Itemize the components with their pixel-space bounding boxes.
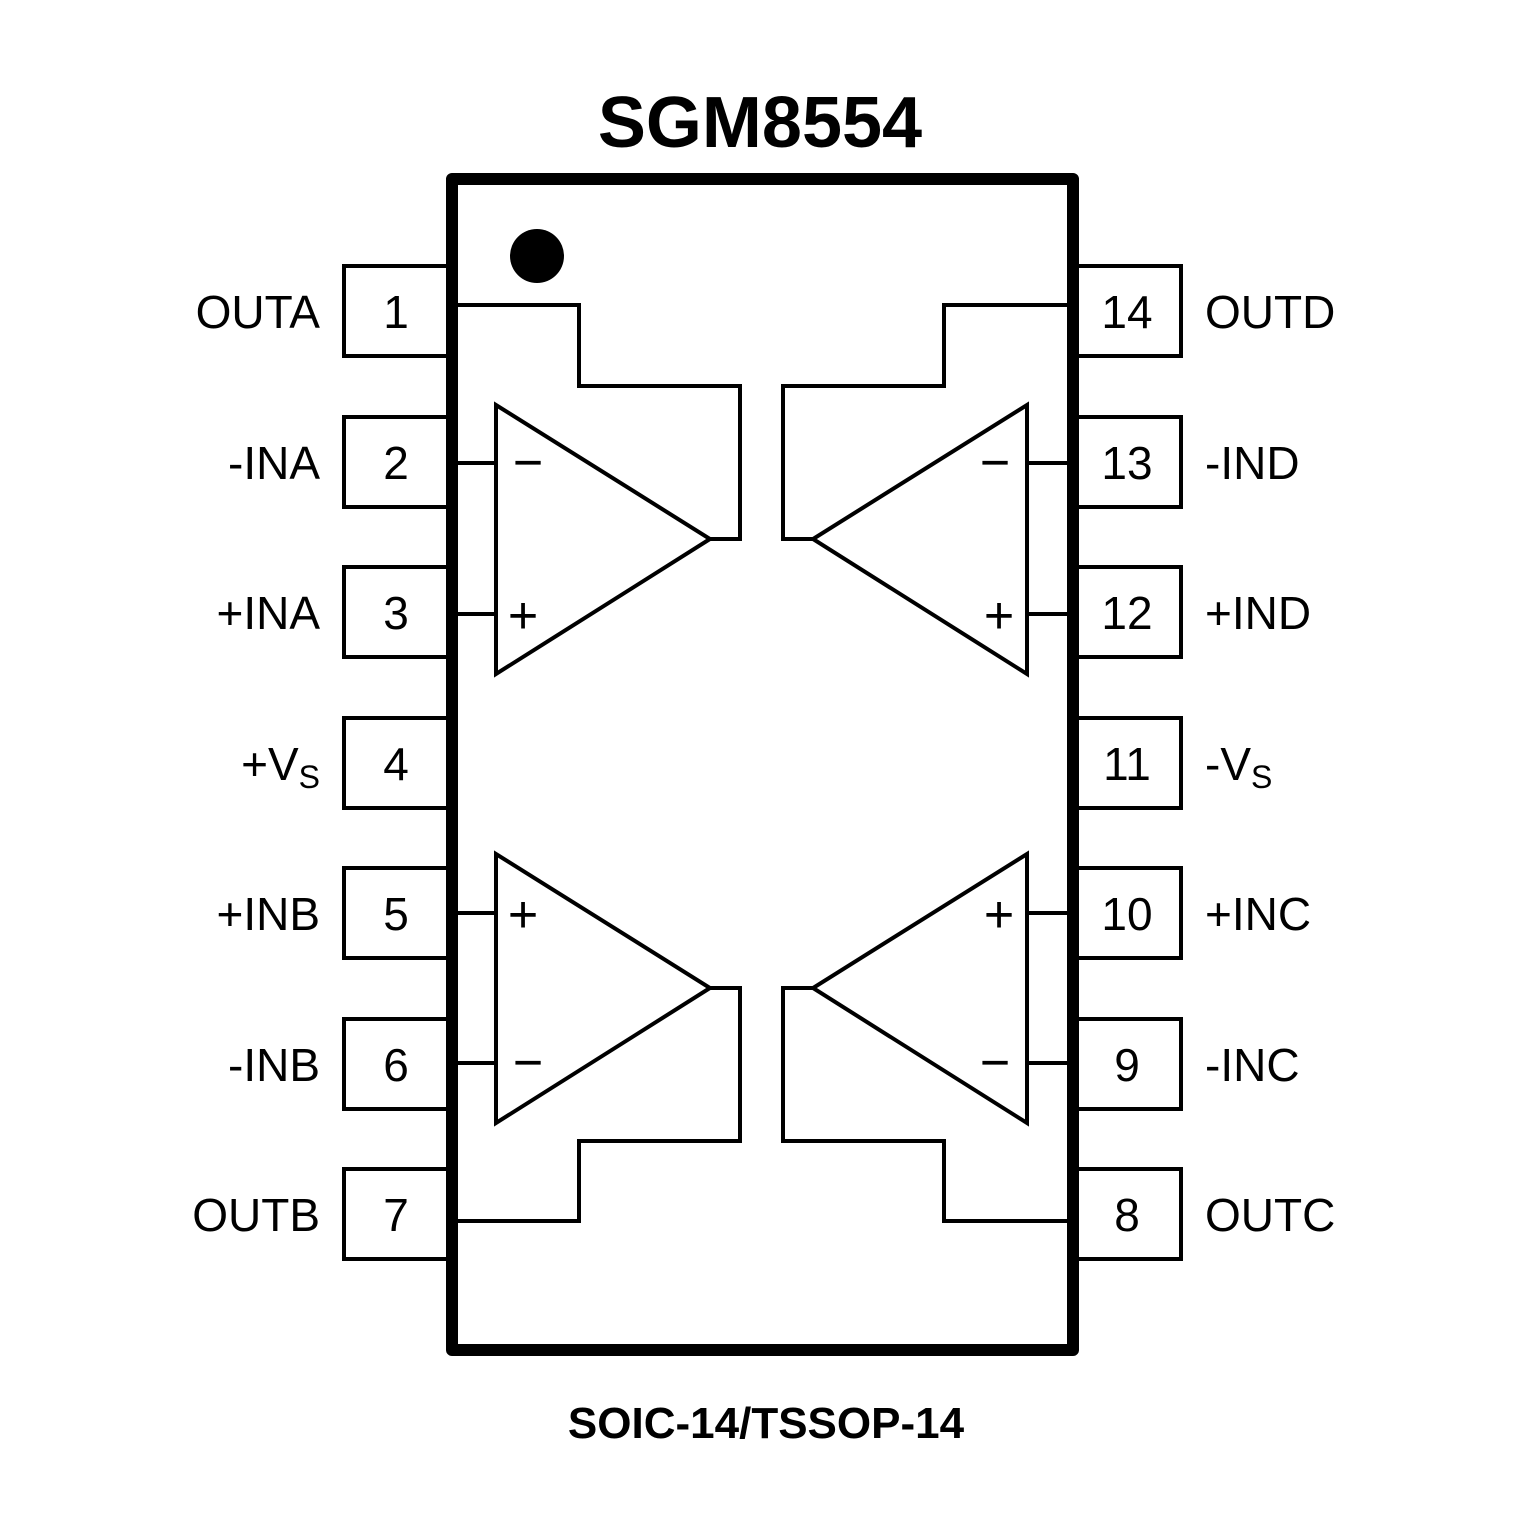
pin-box [342, 1167, 454, 1261]
pin-box [1071, 1167, 1183, 1261]
pin-left-6: 6 -INB [228, 1017, 454, 1111]
pin-left-5: 5 +INB [216, 866, 454, 960]
pin-label-text: OUTB [192, 1189, 320, 1241]
pin-box [1071, 1017, 1183, 1111]
amp-c-minus-sign: − [980, 1034, 1010, 1092]
pin-label: +INA [216, 587, 320, 639]
chip-title: SGM8554 [598, 83, 922, 163]
pin-box [342, 415, 454, 509]
amp-c-plus-sign: + [984, 886, 1014, 944]
pin-number: 5 [383, 888, 409, 940]
pin-number: 2 [383, 437, 409, 489]
pin-right-6: 9 -INC [1071, 1017, 1300, 1111]
amp-b-triangle [494, 850, 714, 1127]
amp-d-minus-sign: − [980, 434, 1010, 492]
pin-number: 11 [1103, 738, 1151, 790]
pin-number: 1 [383, 286, 409, 338]
pin-label: OUTA [196, 286, 321, 338]
amp-a-triangle [494, 401, 714, 678]
package-label: SOIC-14/TSSOP-14 [568, 1399, 965, 1448]
pin-right-2: 13 -IND [1071, 415, 1300, 509]
amp-d-feedback-wire [781, 303, 1067, 541]
pin-label: +VS [241, 738, 320, 795]
pin-label-text: +IND [1205, 587, 1311, 639]
pin-right-3: 12 +IND [1071, 565, 1311, 659]
pin-label: OUTD [1205, 286, 1335, 338]
pin-number: 3 [383, 587, 409, 639]
pin-label: OUTB [192, 1189, 320, 1241]
pin-number: 7 [383, 1189, 409, 1241]
pin-box [342, 866, 454, 960]
pin-box [342, 264, 454, 358]
amp-b-minus-sign: − [513, 1034, 543, 1092]
amp-c-feedback-wire [781, 986, 1067, 1223]
pin-label-text: OUTC [1205, 1189, 1335, 1241]
pin-label-text: +INB [216, 888, 320, 940]
chip-body [446, 173, 1079, 1356]
pin-label-subscript: S [1251, 759, 1272, 795]
pin-left-4: 4 +VS [241, 716, 454, 810]
pin-label-text: +V [241, 738, 299, 790]
pin-box [1071, 716, 1183, 810]
pin-label: +INB [216, 888, 320, 940]
pin-number: 9 [1114, 1039, 1140, 1091]
amplifier-d: − + [781, 303, 1067, 678]
pin-label-text: -INC [1205, 1039, 1300, 1091]
pin-label: -INA [228, 437, 320, 489]
amp-a-feedback-wire [458, 303, 742, 541]
amp-d-plus-sign: + [984, 587, 1014, 645]
pin-left-2: 2 -INA [228, 415, 454, 509]
pin-number: 13 [1101, 437, 1152, 489]
amplifier-b: + − [458, 850, 742, 1223]
pin-box [342, 1017, 454, 1111]
pin-right-5: 10 +INC [1071, 866, 1311, 960]
pin-left-3: 3 +INA [216, 565, 454, 659]
amp-c-triangle [809, 850, 1029, 1127]
amplifier-a: − + [458, 303, 742, 678]
right-pins: 14 OUTD 13 -IND 12 +IND 11 -VS 10 +INC 9 -INC 8 OUTC [1071, 264, 1335, 1261]
pin-label: OUTC [1205, 1189, 1335, 1241]
pin-number: 8 [1114, 1189, 1140, 1241]
pin-number: 12 [1101, 587, 1152, 639]
pin-label-text: -INA [228, 437, 320, 489]
left-pins: 1 OUTA 2 -INA 3 +INA 4 +VS 5 +INB 6 -INB 7 OUTB [192, 264, 454, 1261]
pin1-indicator-dot [510, 229, 564, 283]
pin-right-4: 11 -VS [1071, 716, 1272, 810]
pin-right-1: 14 OUTD [1071, 264, 1335, 358]
pin-left-1: 1 OUTA [196, 264, 454, 358]
pin-label-text: +INC [1205, 888, 1311, 940]
pin-label-text: +INA [216, 587, 320, 639]
pin-box [342, 565, 454, 659]
pin-label: +INC [1205, 888, 1311, 940]
amp-a-plus-sign: + [508, 587, 538, 645]
pin-label: -INB [228, 1039, 320, 1091]
amp-d-triangle [809, 401, 1029, 678]
pin-number: 14 [1101, 286, 1152, 338]
pin-label-subscript: S [299, 759, 320, 795]
pin-label: +IND [1205, 587, 1311, 639]
pin-label: -IND [1205, 437, 1300, 489]
amplifier-c: + − [781, 850, 1067, 1223]
pin-right-7: 8 OUTC [1071, 1167, 1335, 1261]
pin-label-text: -INB [228, 1039, 320, 1091]
pin-left-7: 7 OUTB [192, 1167, 454, 1261]
pin-number: 6 [383, 1039, 409, 1091]
pin-label-text: -IND [1205, 437, 1300, 489]
pin-box [1071, 866, 1183, 960]
pin-number: 10 [1101, 888, 1152, 940]
pin-number: 4 [383, 738, 409, 790]
pin-label-text: OUTA [196, 286, 321, 338]
pin-label-text: OUTD [1205, 286, 1335, 338]
pin-label: -INC [1205, 1039, 1300, 1091]
pin-label: -VS [1205, 738, 1272, 795]
amp-a-minus-sign: − [513, 434, 543, 492]
amp-b-feedback-wire [458, 986, 742, 1223]
amp-b-plus-sign: + [508, 886, 538, 944]
pin-label-text: -V [1205, 738, 1251, 790]
